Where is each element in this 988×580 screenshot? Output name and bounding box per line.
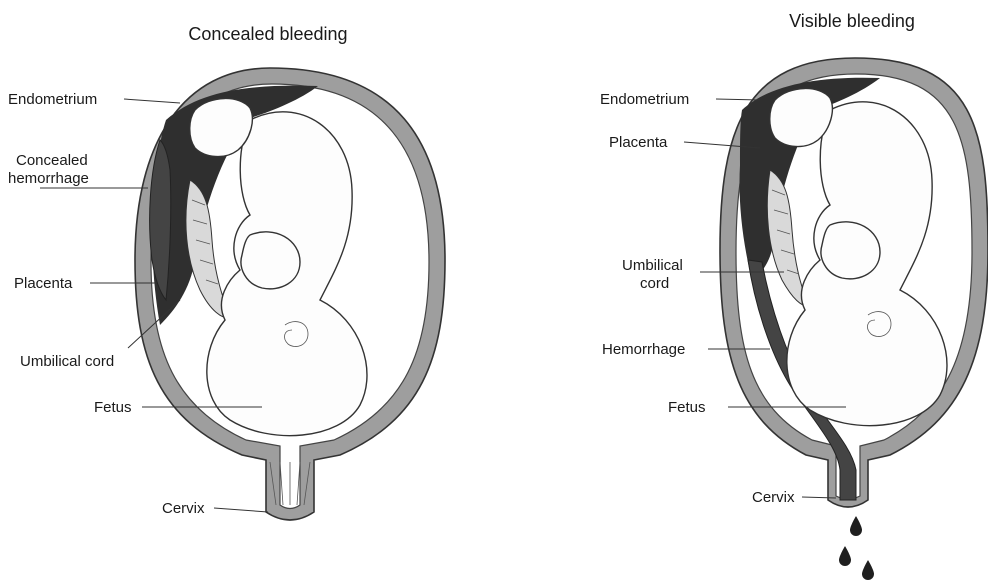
left-label-cervix: Cervix	[162, 500, 205, 517]
right-label-placenta: Placenta	[609, 134, 668, 151]
left-label-concealed-1: Concealed	[16, 152, 88, 169]
left-leader-endometrium	[124, 99, 180, 103]
left-label-fetus: Fetus	[94, 399, 132, 416]
blood-drop-3	[862, 560, 874, 580]
right-label-hemorrhage: Hemorrhage	[602, 341, 685, 358]
right-label-umbilical-2: cord	[640, 275, 669, 292]
left-label-placenta: Placenta	[14, 275, 73, 292]
left-label-endometrium: Endometrium	[8, 91, 97, 108]
right-label-umbilical-1: Umbilical	[622, 257, 683, 274]
right-label-endometrium: Endometrium	[600, 91, 689, 108]
right-label-fetus: Fetus	[668, 399, 706, 416]
right-label-cervix: Cervix	[752, 489, 795, 506]
left-title: Concealed bleeding	[188, 24, 347, 44]
left-leader-cervix	[214, 508, 268, 512]
blood-drop-1	[850, 516, 862, 536]
blood-drop-2	[839, 546, 851, 566]
left-label-concealed-2: hemorrhage	[8, 170, 89, 187]
left-label-umbilical-cord: Umbilical cord	[20, 353, 114, 370]
left-uterus-diagram	[135, 68, 445, 520]
right-title: Visible bleeding	[789, 11, 915, 31]
